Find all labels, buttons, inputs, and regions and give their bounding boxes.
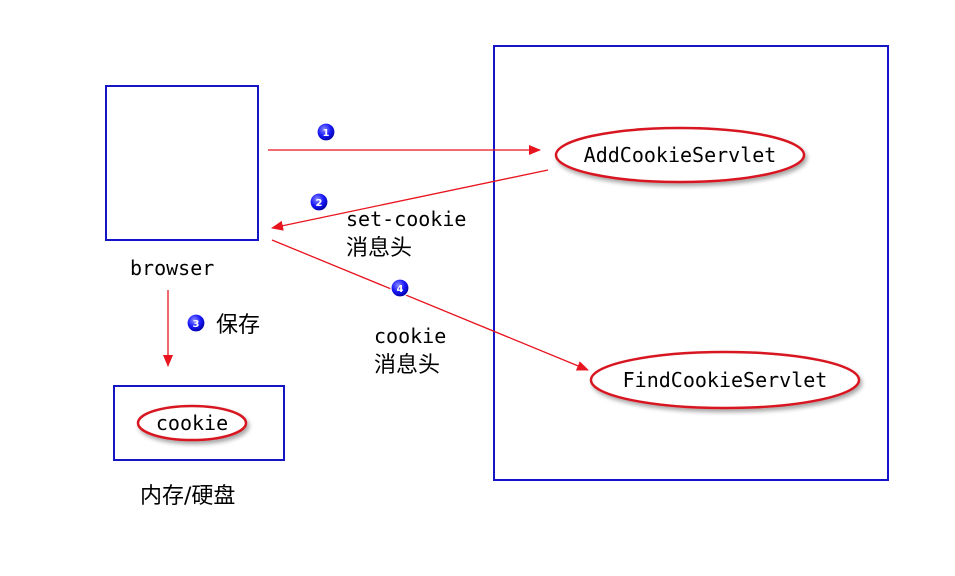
storage-box: [113, 385, 285, 461]
find-cookie-servlet-label: FindCookieServlet: [623, 368, 828, 392]
step-2-number: 2: [316, 198, 323, 209]
step-3-badge: 3: [186, 313, 206, 333]
find-cookie-servlet-ellipse: [589, 350, 861, 410]
step-1-badge: 1: [316, 122, 336, 142]
arrow-set-cookie-response: [271, 169, 549, 231]
storage-caption: 内存/硬盘: [140, 484, 235, 509]
cookie-ellipse: [136, 404, 248, 442]
step-3-label: 保存: [216, 313, 260, 338]
step-4-label-header: cookie: [374, 324, 446, 348]
browser-box: [105, 85, 259, 241]
add-cookie-servlet-ellipse: [554, 126, 806, 184]
step-2-badge: 2: [309, 192, 329, 212]
step-3-number: 3: [193, 319, 200, 330]
cookie-item-label: cookie: [156, 411, 228, 435]
step-4-label-text: 消息头: [374, 353, 440, 378]
step-4-number: 4: [397, 284, 404, 295]
step-2-label-text: 消息头: [346, 236, 412, 261]
arrow-request-find: [271, 239, 589, 371]
step-2-label-header: set-cookie: [346, 207, 466, 231]
browser-label: browser: [130, 256, 214, 280]
add-cookie-servlet-label: AddCookieServlet: [584, 143, 777, 167]
step-4-badge: 4: [390, 278, 410, 298]
server-box: [493, 45, 889, 481]
step-1-number: 1: [323, 128, 330, 139]
